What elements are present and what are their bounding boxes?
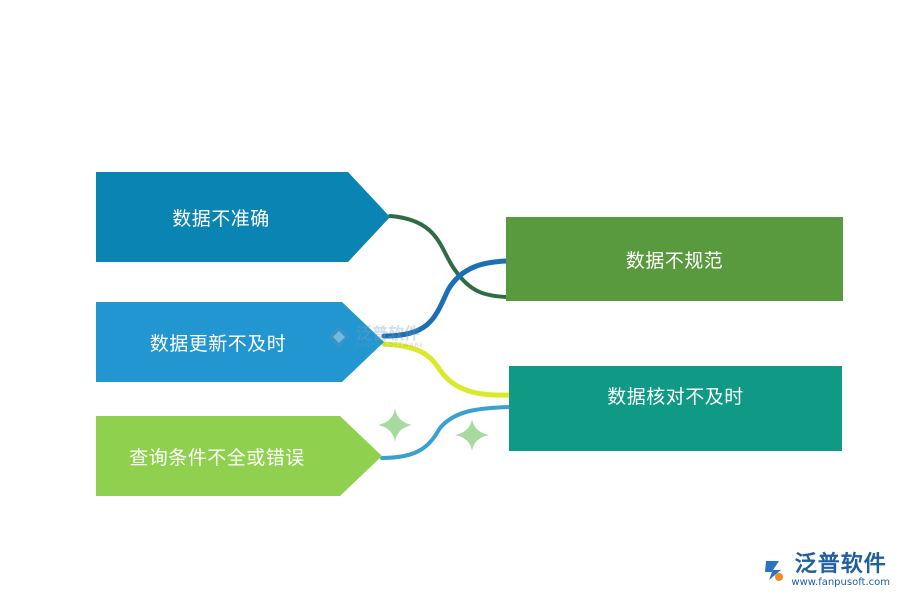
node-label: 数据不准确	[172, 207, 270, 230]
connector-top-to-right-top	[388, 214, 508, 299]
node-data-inaccurate: 数据不准确	[96, 172, 390, 262]
node-label: 查询条件不全或错误	[129, 446, 305, 469]
watermark-sub: FANPU SOFTWARE	[356, 341, 425, 349]
node-label: 数据不规范	[625, 249, 724, 272]
watermark: 泛普软件 FANPU SOFTWARE	[326, 324, 425, 350]
node-verification-delay: 数据核对不及时	[509, 366, 842, 451]
node-data-update-delay: 数据更新不及时	[96, 302, 384, 382]
logo-text: 泛普软件	[794, 551, 887, 577]
logo-url: www.fanpusoft.com	[791, 577, 890, 588]
node-data-nonstandard: 数据不规范	[506, 217, 843, 301]
fanpu-logo-icon	[765, 561, 784, 582]
connector-mid-to-right-bottom	[381, 341, 512, 398]
watermark-text: 泛普软件	[356, 323, 421, 343]
brand-logo: 泛普软件 www.fanpusoft.com	[761, 551, 890, 588]
sparkle-icon	[378, 408, 412, 442]
sparkle-icon	[455, 419, 489, 451]
connector-mid-to-right-top	[381, 258, 509, 339]
node-query-conditions: 查询条件不全或错误	[96, 416, 382, 496]
node-label: 数据核对不及时	[607, 386, 744, 408]
node-label: 数据更新不及时	[149, 332, 287, 355]
fanpu-logo-icon	[328, 326, 350, 348]
connector-bottom-to-right-bottom	[380, 405, 511, 460]
